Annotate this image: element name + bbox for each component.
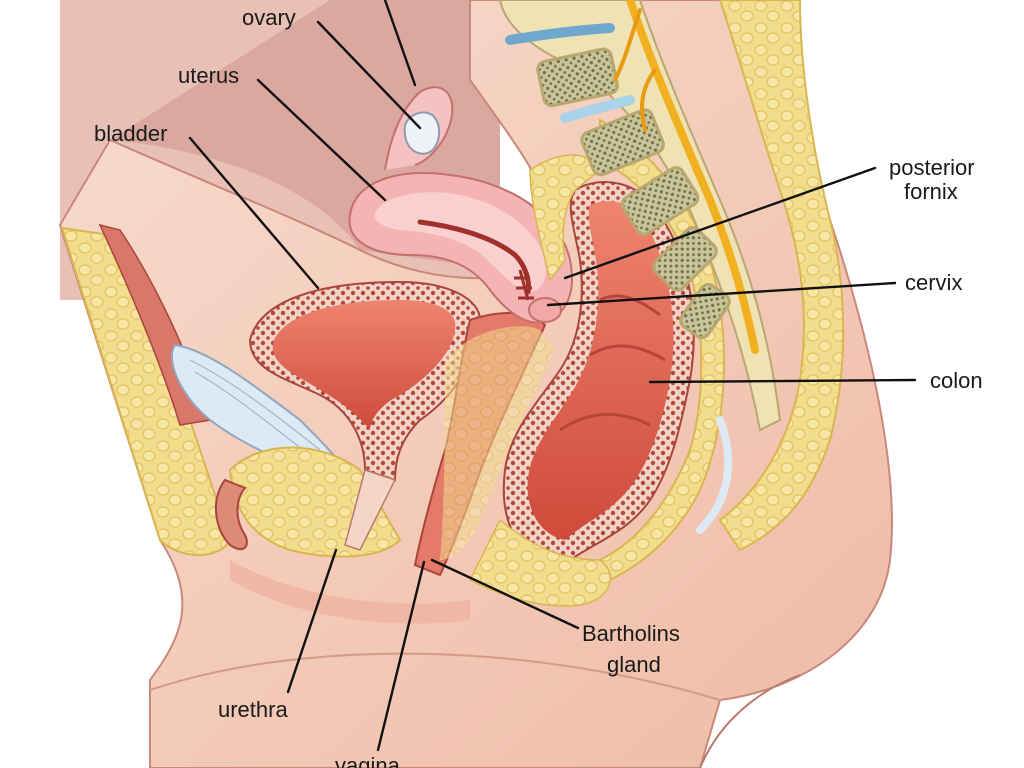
label-colon: colon — [930, 368, 983, 393]
posterior-fat — [718, 0, 845, 552]
cervix-tip — [528, 297, 562, 323]
label-vagina: vagina — [335, 753, 401, 768]
buttock-fold — [699, 674, 801, 768]
thigh-fold — [149, 652, 721, 701]
label-posterior-fornix-2: fornix — [904, 179, 958, 204]
label-ovary: ovary — [242, 5, 296, 30]
intervertebral-disc-2 — [560, 95, 635, 123]
uterus-leader — [256, 78, 387, 202]
label-bartholins-1: Bartholins — [582, 621, 680, 646]
perineum-skin — [230, 560, 470, 624]
vaginal-fat — [440, 326, 555, 560]
colon-lumen — [527, 201, 674, 540]
coccyx-ligament — [696, 416, 733, 534]
retrouterine-fat — [529, 154, 601, 282]
label-uterus: uterus — [178, 63, 239, 88]
vertebra-1 — [536, 47, 619, 108]
spinal-nerve-branch — [613, 8, 657, 132]
label-posterior-fornix-1: posterior — [889, 155, 975, 180]
vertebra-4 — [652, 226, 718, 292]
bladder-lumen — [272, 300, 456, 430]
label-urethra: urethra — [218, 697, 288, 722]
posterior-fornix-leader — [563, 166, 877, 280]
pubic-ligament-lines — [189, 359, 321, 456]
cervix-leader — [546, 281, 897, 307]
urethra-leader — [286, 548, 338, 694]
cervical-canal — [514, 269, 534, 301]
spinal-nerves — [626, 0, 759, 354]
label-bladder: bladder — [94, 121, 167, 146]
labia — [214, 478, 248, 551]
bladder-leader — [188, 136, 320, 290]
vertebra-5 — [679, 282, 731, 340]
colon-leader — [648, 378, 917, 384]
intervertebral-disc-1 — [505, 23, 615, 45]
label-bartholins-2: gland — [607, 652, 661, 677]
urethra-channel — [344, 469, 397, 551]
vagina-leader — [376, 560, 426, 752]
uterus-inner — [374, 192, 547, 292]
label-cervix: cervix — [905, 270, 962, 295]
colon-folds — [559, 294, 666, 432]
vertebra-3 — [620, 166, 700, 236]
ovary-leader-b — [383, 0, 417, 87]
bartholins-leader — [430, 558, 580, 630]
ovary-leader-a — [316, 20, 422, 130]
